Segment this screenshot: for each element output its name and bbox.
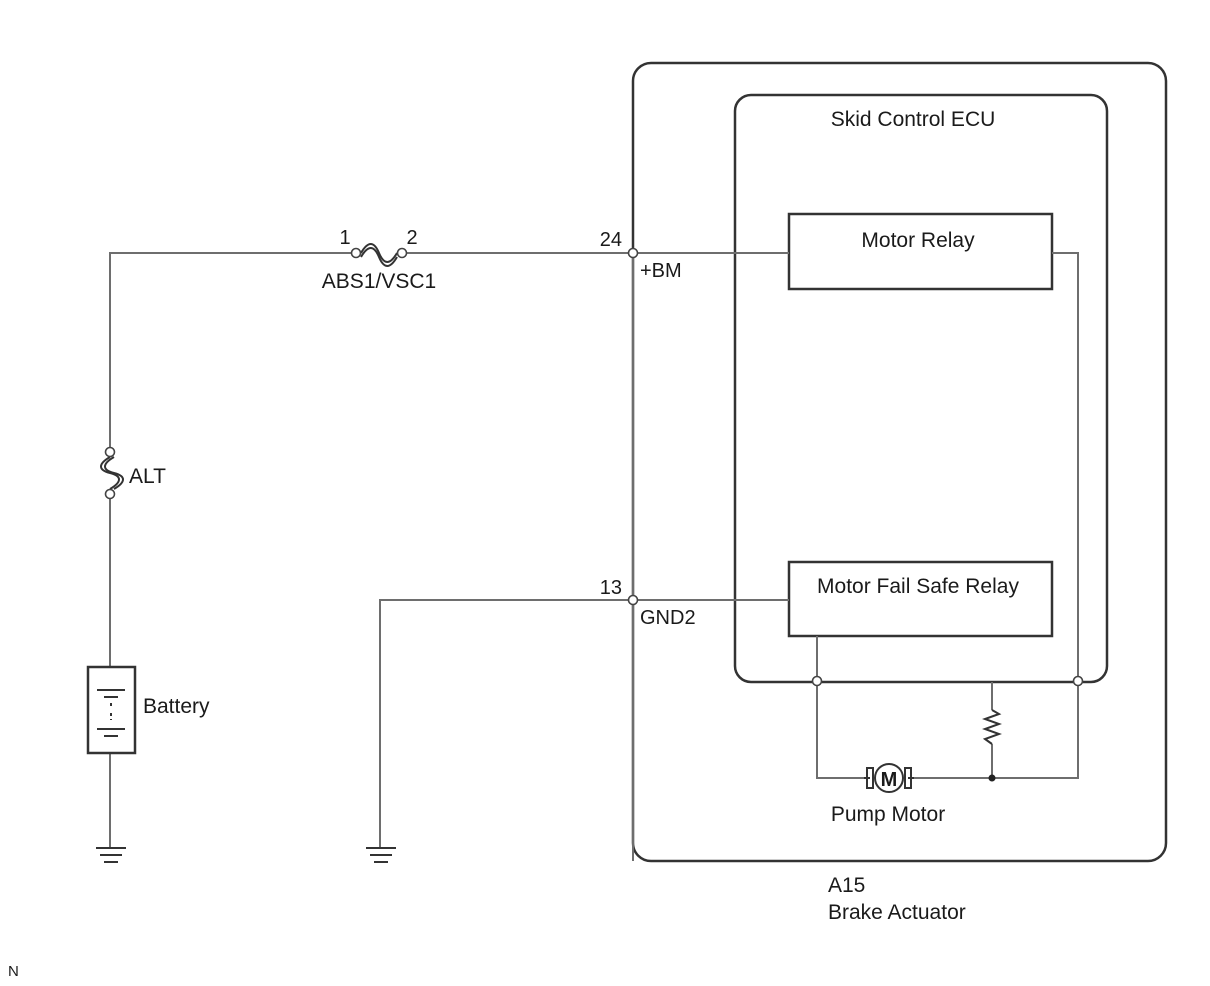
wire-motor-relay-output bbox=[1052, 252, 1079, 677]
ecu-junction-left bbox=[811, 675, 823, 687]
fuse-terminal-2 bbox=[396, 247, 408, 259]
wire-alt-to-abs-fuse bbox=[109, 252, 356, 452]
fail-safe-relay-box bbox=[787, 560, 1054, 638]
alt-fuse-terminal-bottom bbox=[104, 488, 116, 500]
pin-13-name: GND2 bbox=[640, 607, 696, 629]
pin-13-number: 13 bbox=[600, 577, 622, 599]
alt-fuse bbox=[100, 456, 124, 490]
fail-safe-relay-label: Motor Fail Safe Relay bbox=[817, 575, 1019, 598]
resistor-junction-dot bbox=[988, 774, 996, 782]
alt-fuse-terminal-top bbox=[104, 446, 116, 458]
actuator-name: Brake Actuator bbox=[828, 901, 966, 924]
abs-vsc-fuse-label: ABS1/VSC1 bbox=[322, 270, 436, 293]
pump-motor-label: Pump Motor bbox=[831, 803, 945, 826]
fuse-pin-2-label: 2 bbox=[406, 227, 417, 249]
motor-relay-label: Motor Relay bbox=[861, 229, 975, 252]
ground-icon bbox=[366, 847, 396, 863]
pump-motor-symbol: M bbox=[881, 769, 898, 791]
ground-icon bbox=[96, 847, 126, 863]
battery-label: Battery bbox=[143, 695, 210, 718]
ecu-title: Skid Control ECU bbox=[831, 108, 996, 131]
wire-gnd2-to-ground bbox=[379, 599, 629, 848]
actuator-connector-code: A15 bbox=[828, 874, 865, 897]
alt-fuse-label: ALT bbox=[129, 465, 166, 488]
pin-13-node bbox=[627, 594, 639, 606]
pump-motor-icon bbox=[864, 763, 914, 793]
fuse-pin-1-label: 1 bbox=[339, 227, 350, 249]
wire-left-node-to-motor bbox=[816, 686, 864, 779]
pin-24-node bbox=[627, 247, 639, 259]
motor-relay-box bbox=[787, 212, 1054, 291]
skid-control-ecu-box bbox=[733, 93, 1109, 684]
resistor-symbol bbox=[982, 709, 1002, 745]
ecu-junction-right bbox=[1072, 675, 1084, 687]
fuse-terminal-1 bbox=[350, 247, 362, 259]
brake-actuator-enclosure bbox=[631, 61, 1168, 863]
pin-24-number: 24 bbox=[600, 229, 622, 251]
battery-symbol bbox=[86, 665, 137, 755]
pin-24-name: +BM bbox=[640, 260, 682, 282]
wire-motor-to-right-node bbox=[914, 686, 1079, 779]
abs-vsc-fuse bbox=[360, 243, 398, 267]
corner-mark: N bbox=[8, 963, 19, 980]
